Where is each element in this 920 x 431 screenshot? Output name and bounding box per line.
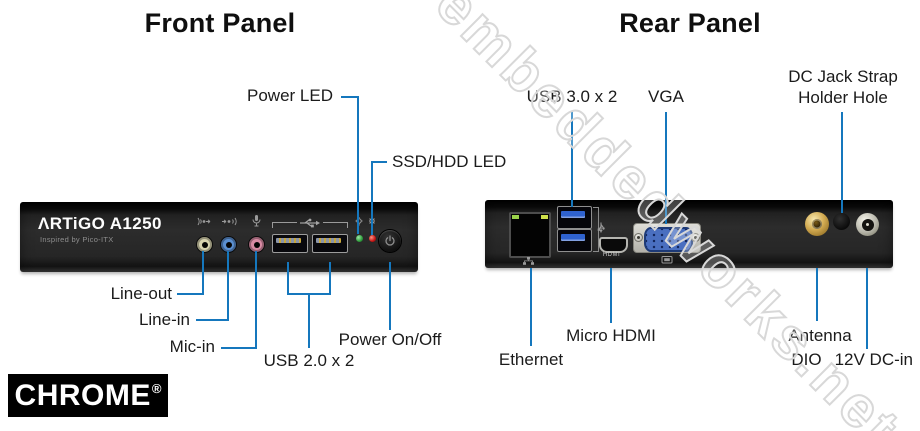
- leader-line: [177, 293, 204, 295]
- leader-line: [341, 96, 358, 98]
- brand-logo: ΛRTiGO A1250: [38, 214, 162, 233]
- power-led: [356, 235, 363, 242]
- vga-screw-left: [634, 233, 643, 242]
- vga-dsub: [644, 227, 693, 252]
- chrome-logo-text: CHROME: [14, 378, 151, 412]
- usb3-icon: [596, 217, 606, 238]
- dc-jack-strap-hole: [833, 213, 850, 230]
- callout-mic-in: Mic-in: [169, 337, 215, 356]
- leader-line: [571, 112, 573, 207]
- callout-dc-jack-strap: DC Jack Strap Holder Hole: [773, 66, 913, 108]
- leader-line: [196, 319, 229, 321]
- chrome-logo: CHROME ®: [8, 374, 168, 417]
- leader-line: [665, 112, 667, 224]
- leader-line: [329, 262, 331, 295]
- callout-ssd-hdd-led: SSD/HDD LED: [392, 152, 507, 171]
- mic-in-jack: [249, 237, 264, 252]
- ethernet-icon: [523, 257, 534, 265]
- line-out-jack: [197, 237, 212, 252]
- leader-line: [202, 251, 204, 295]
- line-out-icon: [196, 217, 212, 226]
- leader-line: [287, 262, 289, 295]
- usb-bracket-right: [323, 222, 348, 228]
- callout-power-onoff: Power On/Off: [338, 330, 442, 349]
- callout-line-out: Line-out: [110, 284, 172, 303]
- line-in-icon: [221, 217, 237, 226]
- leader-line: [866, 268, 868, 349]
- callout-line-in: Line-in: [138, 310, 190, 329]
- usb-icon: [299, 218, 320, 228]
- dc-in-jack: [856, 213, 879, 236]
- vga-screw-right: [691, 233, 700, 242]
- leader-line: [841, 112, 843, 213]
- hdd-led: [369, 235, 376, 242]
- rear-panel-title: Rear Panel: [619, 8, 761, 38]
- leader-line: [530, 268, 532, 346]
- callout-usb2: USB 2.0 x 2: [263, 351, 355, 370]
- leader-line: [371, 161, 373, 235]
- mic-icon: [252, 215, 261, 227]
- leader-line: [816, 268, 818, 321]
- ethernet-port: [509, 212, 551, 258]
- power-icon: [384, 235, 396, 247]
- brand-tagline: Inspired by Pico-ITX: [40, 235, 114, 244]
- usb-bracket-left: [272, 222, 297, 228]
- leader-line: [221, 347, 257, 349]
- leader-line: [389, 262, 391, 330]
- callout-usb3: USB 3.0 x 2: [526, 87, 618, 106]
- rear-panel-device: HDMI: [485, 200, 893, 268]
- callout-ethernet: Ethernet: [498, 350, 564, 369]
- callout-dc-jack-strap-line2: Holder Hole: [798, 88, 888, 107]
- callout-dio: DIO: [791, 350, 822, 369]
- antenna-connector: [805, 212, 829, 236]
- leader-line: [373, 161, 387, 163]
- callout-dc-jack-strap-line1: DC Jack Strap: [788, 67, 898, 86]
- front-panel-device: ΛRTiGO A1250 Inspired by Pico-ITX: [20, 202, 418, 272]
- leader-line: [287, 293, 331, 295]
- power-button: [379, 230, 401, 252]
- callout-micro-hdmi: Micro HDMI: [566, 326, 656, 345]
- line-in-jack: [221, 237, 236, 252]
- hdmi-port-text: HDMI: [602, 252, 621, 258]
- front-panel-title: Front Panel: [144, 8, 296, 38]
- micro-hdmi-port: [599, 237, 628, 253]
- leader-line: [255, 251, 257, 349]
- leader-line: [610, 268, 612, 323]
- callout-power-led: Power LED: [247, 86, 333, 105]
- vga-port: [633, 223, 701, 253]
- usb2-port-1: [272, 234, 308, 253]
- callout-dio-dcin: DIO 12V DC-in: [781, 350, 913, 370]
- leader-line: [357, 96, 359, 234]
- callout-12v-dc-in: 12V DC-in: [834, 350, 913, 369]
- usb3-port-2: [557, 229, 592, 252]
- usb2-port-2: [312, 234, 348, 253]
- monitor-icon: [661, 256, 673, 265]
- power-led-icon: [355, 217, 363, 227]
- usb3-port-1: [557, 206, 592, 229]
- callout-vga: VGA: [648, 87, 684, 106]
- callout-antenna: Antenna: [788, 326, 852, 345]
- leader-line: [227, 251, 229, 321]
- leader-line: [308, 295, 310, 348]
- registered-mark: ®: [151, 381, 162, 396]
